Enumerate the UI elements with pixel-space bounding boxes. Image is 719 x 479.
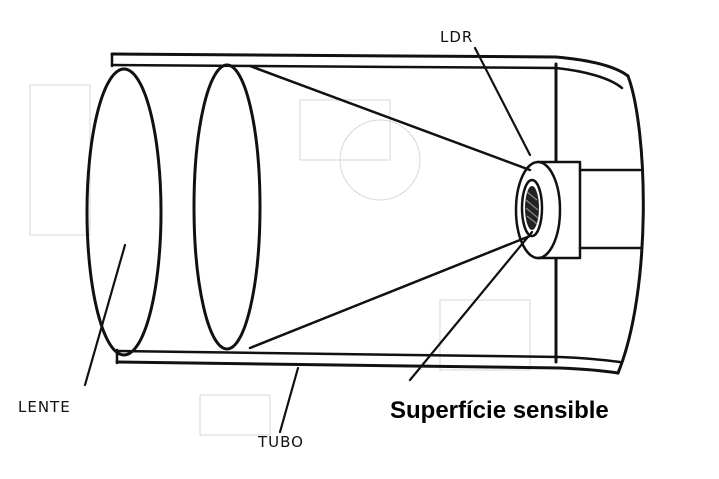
tubo-label: TUBO [257, 433, 304, 451]
leader-lines [83, 46, 534, 434]
ldr-sensitive-surface [525, 186, 539, 230]
lente-label: LENTE [18, 398, 71, 416]
ldr-sensor [514, 160, 642, 260]
background-ghost-marks [29, 84, 531, 436]
superficie-label: Superfície sensible [390, 397, 609, 424]
light-cone [248, 64, 532, 350]
lens-rear [192, 63, 262, 351]
lens-front [85, 67, 163, 357]
ldr-label: LDR [440, 28, 473, 46]
